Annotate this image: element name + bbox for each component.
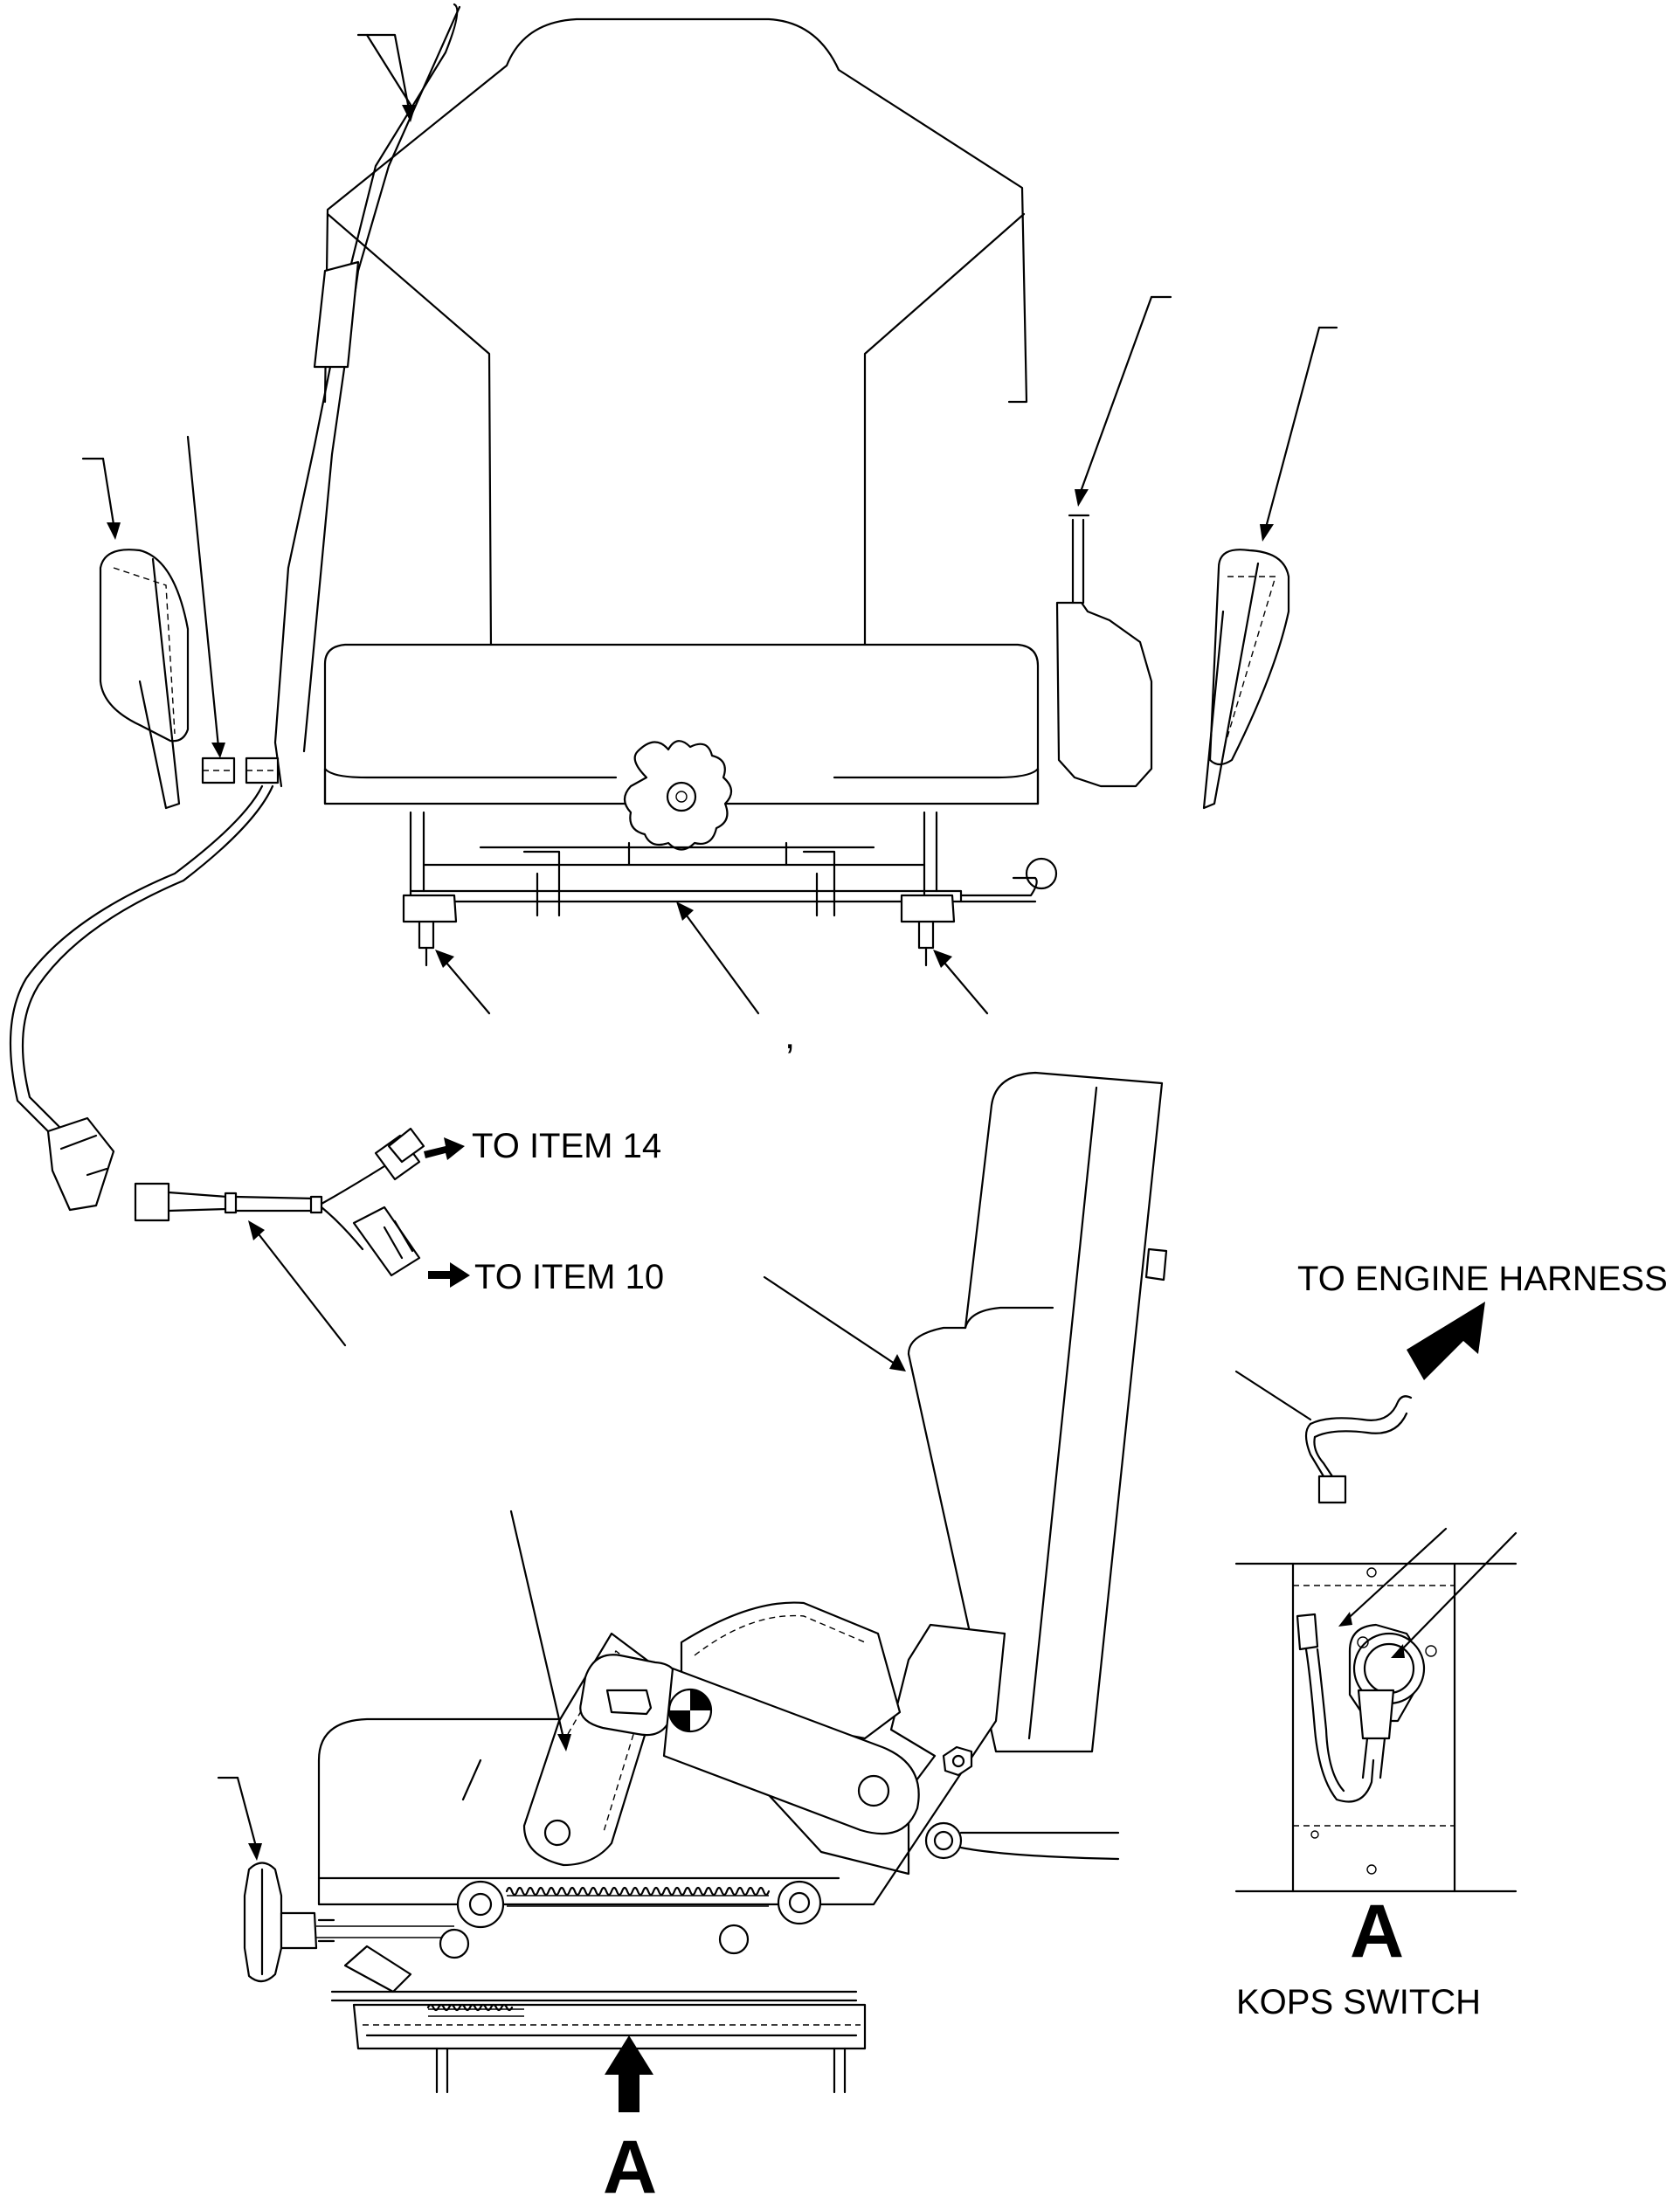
seat-side-unit xyxy=(1055,295,1172,788)
to-engine-harness-label: TO ENGINE HARNESS xyxy=(1297,1260,1668,1298)
seat-front-view xyxy=(323,17,1058,1015)
view-a-label: A xyxy=(603,2125,657,2204)
seat-side-view xyxy=(217,1071,1168,2112)
left-armrest xyxy=(81,457,190,810)
harness-cable xyxy=(9,784,425,1347)
arrow-to-item-10 xyxy=(428,1262,470,1288)
engine-harness-connector xyxy=(1234,1302,1485,1504)
stray-mark: , xyxy=(785,1014,795,1057)
arrow-to-item-14 xyxy=(424,1137,465,1160)
connector-pair xyxy=(186,435,280,784)
to-item-10-label: TO ITEM 10 xyxy=(474,1258,664,1296)
kops-switch-label: KOPS SWITCH xyxy=(1236,1983,1481,2021)
right-armrest xyxy=(1202,326,1338,810)
kops-switch-detail xyxy=(1234,1527,1518,1893)
seat-belt-strap xyxy=(273,3,461,788)
to-item-14-label: TO ITEM 14 xyxy=(472,1127,661,1165)
detail-a-label: A xyxy=(1350,1890,1404,1973)
